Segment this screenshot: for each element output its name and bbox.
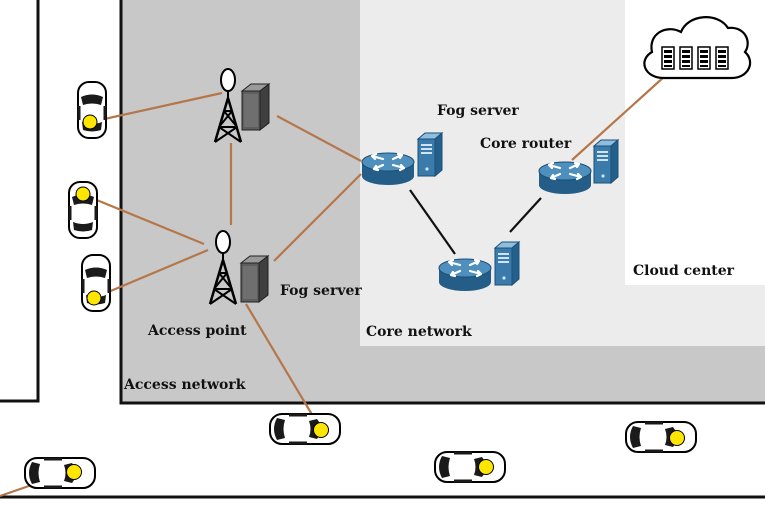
- fog-server-core-icon: [417, 132, 443, 177]
- road-outline: [0, 0, 765, 499]
- car-unit-dot: [478, 459, 494, 475]
- core-router-server-icon: [593, 139, 619, 184]
- car-horizontal-1: [268, 412, 342, 446]
- car-unit-dot: [313, 422, 329, 438]
- access-network-label: Access network: [123, 377, 246, 393]
- edge-server-icon: [494, 241, 520, 286]
- cloud-center-label: Cloud center: [633, 263, 735, 279]
- car-vertical-2: [67, 180, 99, 240]
- fog-router-icon: [360, 151, 416, 187]
- car-unit-dot: [66, 464, 82, 480]
- car-horizontal-4: [23, 456, 97, 490]
- car-vertical-1: [76, 80, 108, 140]
- fog-server-core-label: Fog server: [437, 103, 519, 119]
- core-router-icon: [537, 160, 593, 196]
- cloud-datacenter-icon: [643, 16, 752, 80]
- core-links: [409, 189, 542, 255]
- car-unit-dot: [86, 290, 102, 306]
- fog-server-access-icon: [240, 255, 269, 303]
- car-unit-dot: [75, 186, 91, 202]
- edge-router-icon: [437, 257, 493, 293]
- fog-server-top-icon: [241, 83, 270, 131]
- access-point-label: Access point: [147, 323, 247, 339]
- car-horizontal-3: [624, 420, 698, 454]
- wireless-links: [0, 75, 666, 498]
- core-network-label: Core network: [366, 324, 472, 340]
- car-horizontal-2: [433, 450, 507, 484]
- car-vertical-3: [80, 253, 112, 313]
- fog-server-access-label: Fog server: [280, 283, 362, 299]
- car-unit-dot: [669, 430, 685, 446]
- car-unit-dot: [82, 114, 98, 130]
- core-router-label: Core router: [480, 136, 572, 152]
